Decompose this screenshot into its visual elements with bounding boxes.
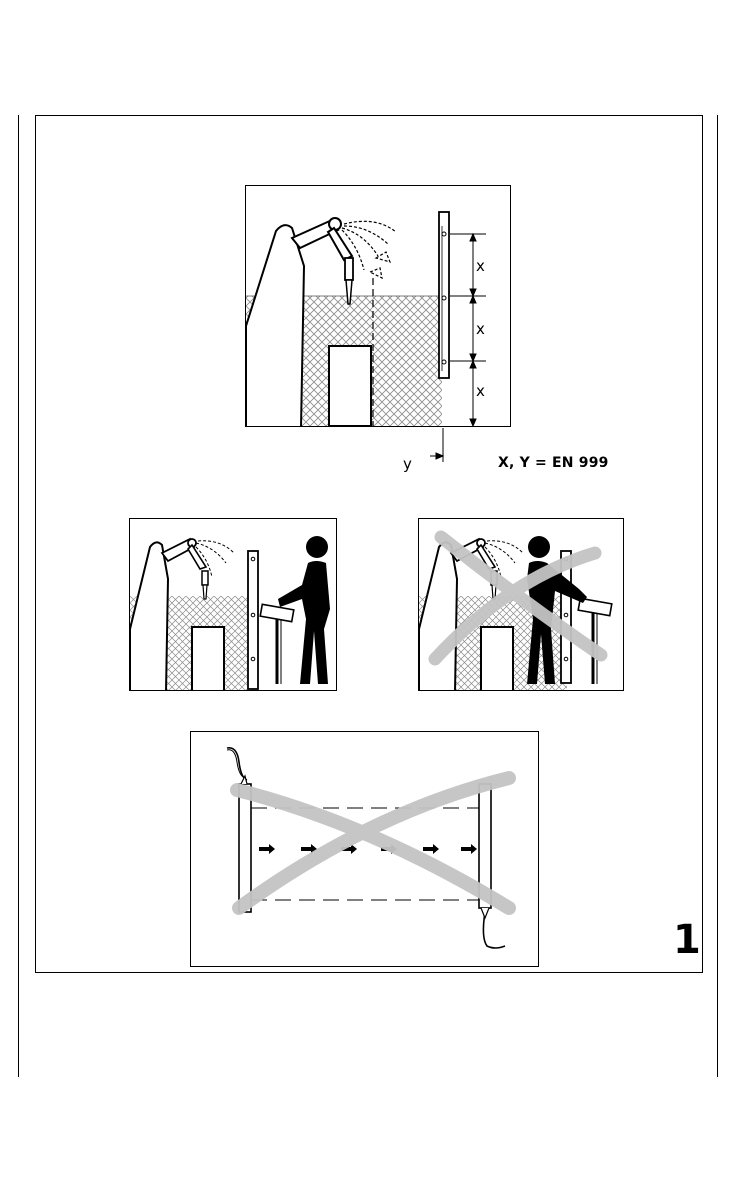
dimension-x-1: x: [476, 257, 485, 275]
robot-base-icon: [419, 542, 457, 691]
figure-incorrect-curtain-alignment: [190, 731, 539, 967]
figure-correct-operator-position: [129, 518, 337, 691]
beam-arrows: [259, 844, 477, 854]
dimension-y: y: [403, 455, 412, 473]
cable-icon: [483, 912, 505, 948]
robot-base-icon: [246, 225, 304, 427]
robot-base-icon: [130, 542, 168, 691]
dimension-x-3: x: [476, 382, 485, 400]
dimension-x-2: x: [476, 320, 485, 338]
cross-out-icon: [237, 778, 509, 908]
figure-incorrect-operator-position: [418, 518, 624, 691]
dimension-lines: [430, 180, 510, 480]
left-margin-line: [18, 115, 19, 1077]
door-opening: [481, 627, 513, 691]
door-opening: [192, 627, 224, 691]
formula-label: X, Y = EN 999: [498, 455, 609, 471]
light-curtain-icon: [248, 551, 258, 689]
right-margin-line: [717, 115, 718, 1077]
door-opening: [329, 346, 371, 426]
page-number: 1: [673, 920, 701, 960]
